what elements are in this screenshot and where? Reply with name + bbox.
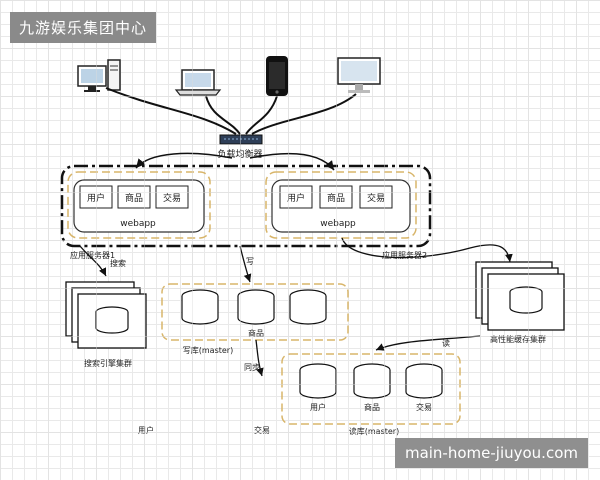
read-arrow — [375, 335, 481, 351]
write-arrow — [239, 245, 252, 283]
app-server-1-border — [67, 171, 211, 239]
bottom-trade-label: 交易 — [254, 425, 270, 435]
app1-goods-label: 商品 — [125, 192, 143, 204]
watermark: main-home-jiuyou.com — [394, 438, 588, 468]
cache-cluster-servers — [475, 261, 565, 331]
app1-service-user — [79, 185, 113, 209]
read-db-cylinders — [299, 363, 443, 399]
search-cluster-servers — [65, 281, 147, 349]
write-db-label: 写库(master) — [183, 345, 233, 355]
app-server-1-label: 应用服务器1 — [70, 250, 115, 260]
client-links — [105, 87, 357, 135]
read-db-goods-label: 商品 — [364, 402, 380, 412]
lb-to-app2-arrow — [249, 152, 335, 171]
sync-edge-label: 同步 — [244, 363, 260, 372]
app1-service-trade — [155, 185, 189, 209]
page-title: 九游娱乐集团中心 — [10, 12, 157, 43]
app-server-2-label: 应用服务器2 — [382, 250, 427, 260]
app2-service-goods — [319, 185, 353, 209]
search-arrow — [79, 245, 107, 277]
read-db-label: 读库(master) — [349, 426, 399, 436]
app-server-2-border — [265, 171, 417, 239]
smartphone-icon — [266, 56, 288, 96]
read-db-trade-label: 交易 — [416, 402, 432, 412]
app2-service-user — [279, 185, 313, 209]
webapp-2-label: webapp — [320, 219, 356, 229]
app-server-group-border — [60, 164, 432, 248]
app2-service-trade — [359, 185, 393, 209]
cache-arrow — [341, 237, 513, 263]
write-db-cylinders — [181, 289, 327, 325]
bottom-user-label: 用户 — [138, 425, 154, 435]
read-edge-label: 读 — [442, 338, 450, 348]
write-db-border — [161, 283, 349, 341]
cache-cluster-label: 高性能缓存集群 — [490, 334, 546, 344]
lb-to-app1-arrow — [135, 152, 233, 169]
app2-trade-label: 交易 — [367, 192, 385, 204]
sync-arrow — [255, 339, 264, 377]
app1-service-goods — [117, 185, 151, 209]
write-db-goods-label: 商品 — [248, 328, 264, 338]
search-edge-label: 搜索 — [110, 258, 126, 268]
app1-trade-label: 交易 — [163, 192, 181, 204]
load-balancer-label: 负载均衡器 — [217, 148, 262, 160]
load-balancer-icon — [219, 134, 263, 145]
laptop-icon — [174, 69, 222, 96]
app1-user-label: 用户 — [87, 192, 105, 204]
search-cluster-label: 搜索引擎集群 — [84, 358, 132, 368]
app2-goods-label: 商品 — [327, 192, 345, 204]
write-edge-label: 写 — [246, 257, 254, 266]
monitor-icon — [337, 57, 381, 93]
read-db-user-label: 用户 — [310, 402, 326, 412]
app2-user-label: 用户 — [287, 192, 305, 204]
webapp-1-label: webapp — [120, 219, 156, 229]
desktop-computer-icon — [77, 59, 121, 92]
